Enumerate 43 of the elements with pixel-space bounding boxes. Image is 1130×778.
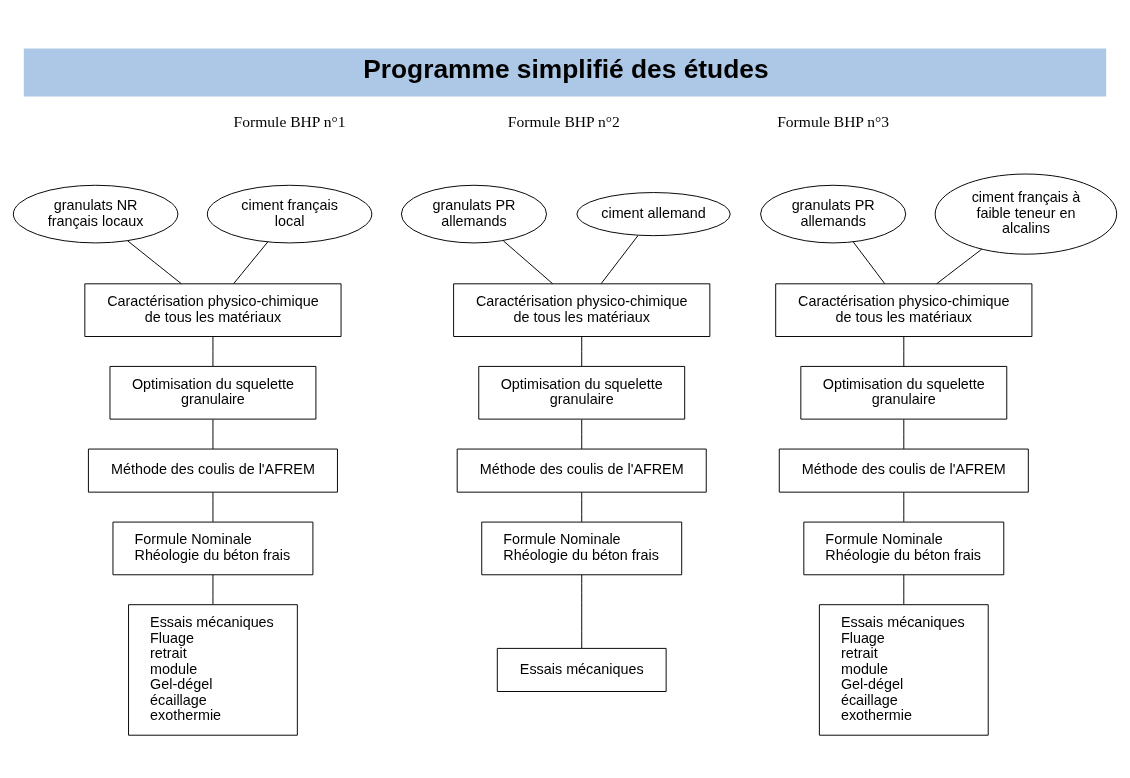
node-box: Optimisation du squelette granulaire bbox=[478, 365, 686, 420]
node-box: Essais mécaniques bbox=[496, 647, 667, 692]
node-box: Caractérisation physico-chimique de tous les matériaux bbox=[775, 282, 1033, 337]
connector bbox=[581, 335, 583, 367]
node-box: Méthode des coulis de l'AFREM bbox=[456, 448, 707, 493]
node-box: Méthode des coulis de l'AFREM bbox=[778, 448, 1029, 493]
connector bbox=[903, 335, 905, 367]
connector bbox=[581, 418, 583, 449]
connector bbox=[600, 234, 639, 284]
node-ellipse: ciment allemand bbox=[576, 191, 731, 236]
connector bbox=[581, 573, 583, 649]
connector bbox=[903, 573, 905, 605]
connector bbox=[903, 418, 905, 449]
connector bbox=[233, 240, 269, 284]
connector bbox=[212, 335, 214, 367]
label: Formule BHP n°3 bbox=[777, 112, 890, 130]
connector bbox=[936, 248, 983, 284]
diagram-title: Programme simplifié des études bbox=[363, 53, 769, 84]
label: Formule BHP n°2 bbox=[507, 112, 620, 130]
node-box: Formule Nominale Rhéologie du béton frais bbox=[481, 521, 683, 575]
connector bbox=[502, 239, 554, 284]
connector bbox=[852, 240, 886, 284]
node-ellipse: granulats PR allemands bbox=[760, 184, 907, 243]
connector bbox=[581, 491, 583, 522]
node-ellipse: ciment français à faible teneur en alcalins bbox=[934, 173, 1118, 255]
node-ellipse: ciment français local bbox=[206, 184, 373, 243]
label: Formule BHP n°1 bbox=[233, 112, 346, 130]
node-box: Essais mécaniques Fluage retrait module Gel-dégel écaillage exothermie bbox=[128, 603, 298, 736]
connector bbox=[903, 491, 905, 522]
node-box: Optimisation du squelette granulaire bbox=[800, 365, 1008, 420]
node-box: Caractérisation physico-chimique de tous les matériaux bbox=[453, 282, 711, 337]
node-ellipse: granulats PR allemands bbox=[400, 184, 547, 243]
node-ellipse: granulats NR français locaux bbox=[12, 184, 179, 243]
node-box: Optimisation du squelette granulaire bbox=[109, 365, 317, 420]
node-box: Formule Nominale Rhéologie du béton frais bbox=[803, 521, 1005, 575]
connector bbox=[127, 239, 182, 284]
node-box: Méthode des coulis de l'AFREM bbox=[87, 448, 338, 493]
connector bbox=[212, 573, 214, 605]
node-box: Essais mécaniques Fluage retrait module Gel-dégel écaillage exothermie bbox=[818, 603, 989, 736]
connector bbox=[212, 418, 214, 449]
connector bbox=[212, 491, 214, 522]
node-box: Caractérisation physico-chimique de tous les matériaux bbox=[84, 282, 342, 337]
node-box: Formule Nominale Rhéologie du béton frais bbox=[112, 521, 314, 575]
